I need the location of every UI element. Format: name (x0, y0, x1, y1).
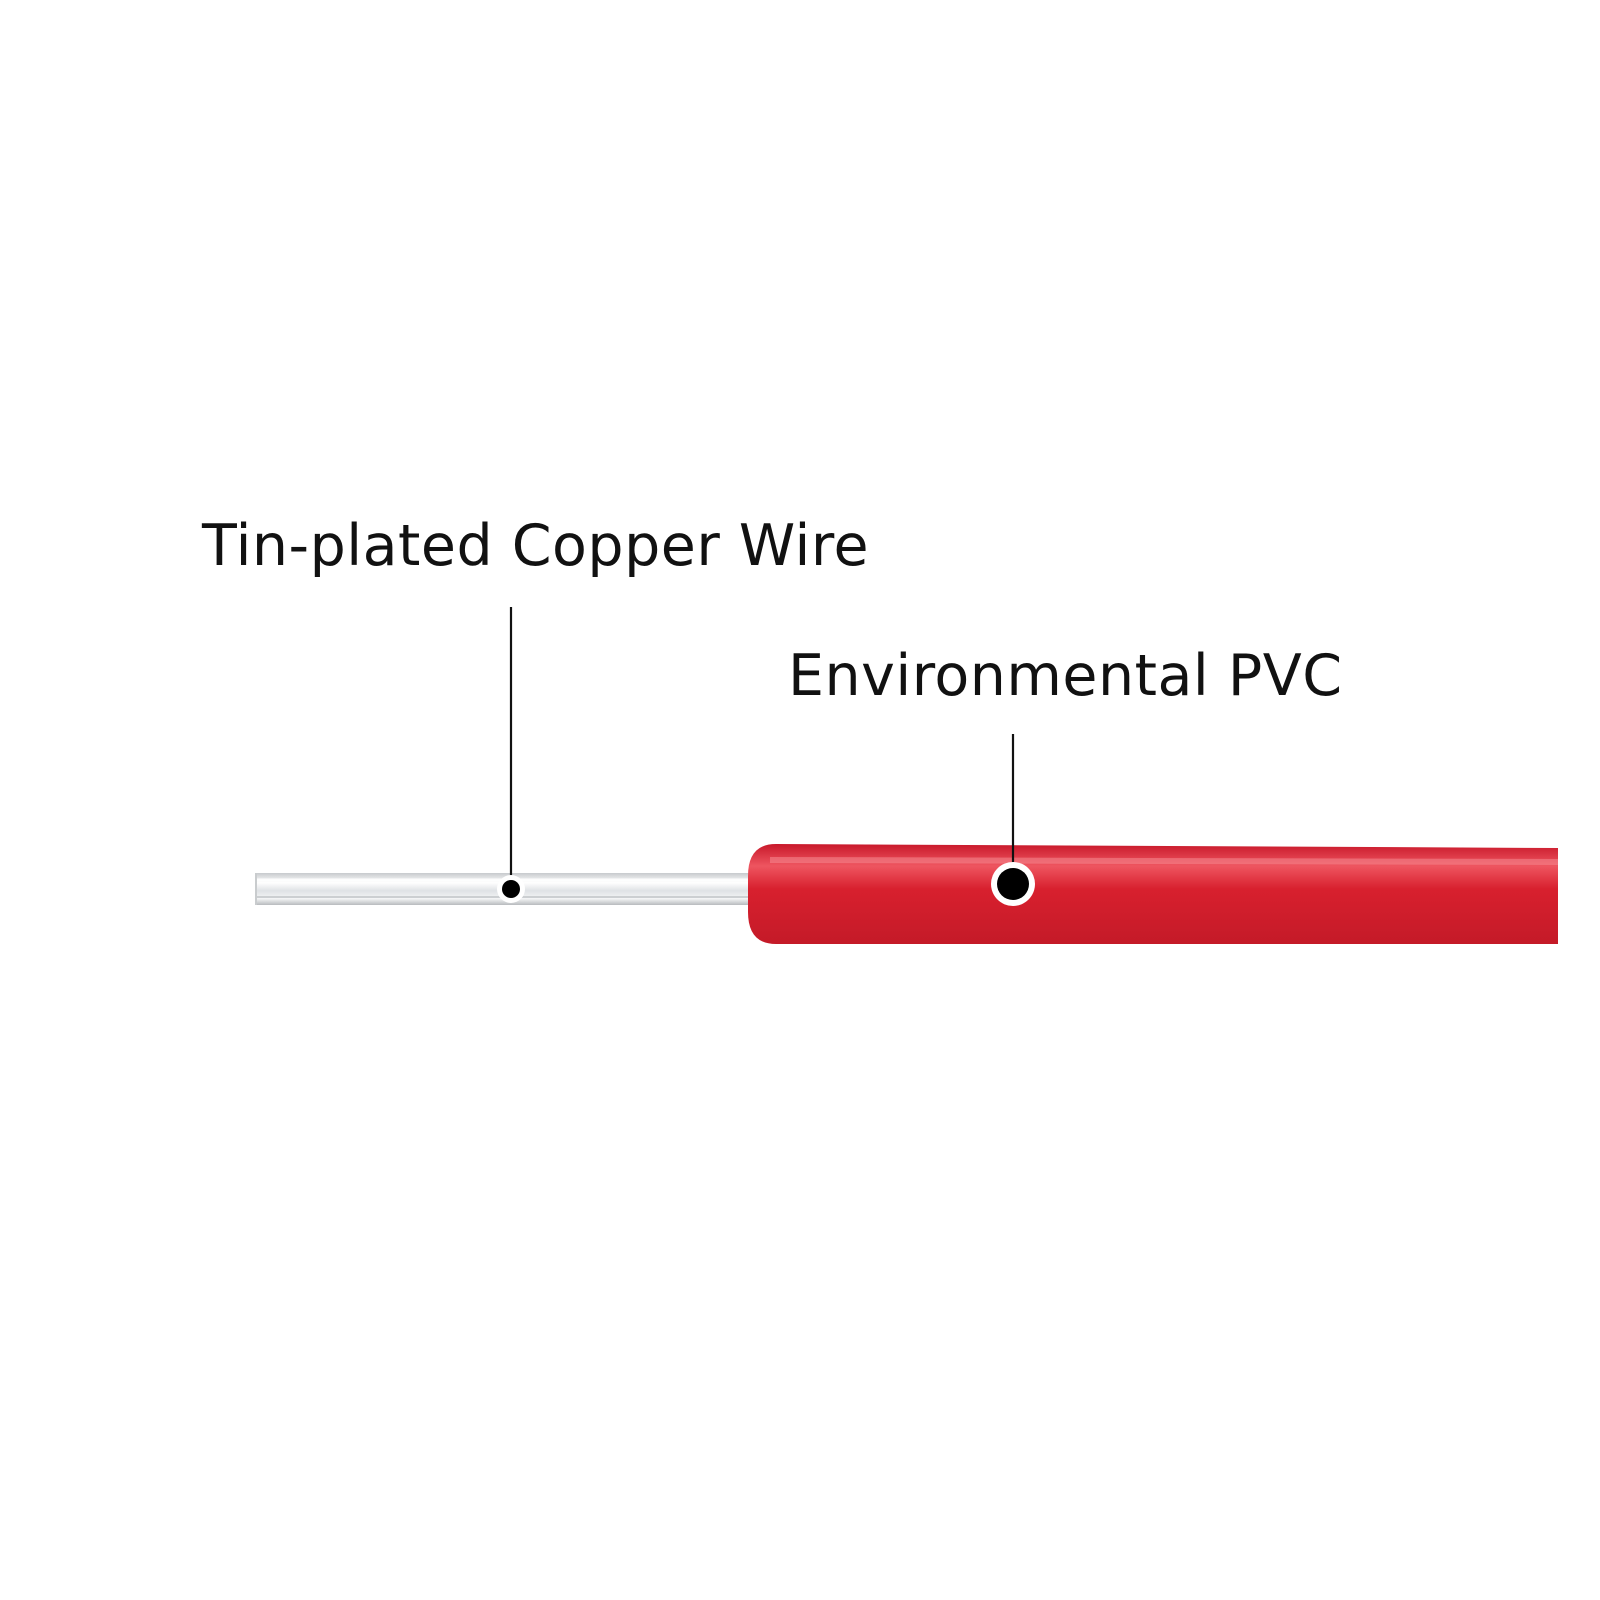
marker-dot-copper (497, 875, 525, 903)
label-tin-plated-copper-wire: Tin-plated Copper Wire (202, 513, 870, 579)
pvc-insulation (748, 844, 1559, 944)
label-environmental-pvc: Environmental PVC (788, 643, 1343, 709)
marker-dot-pvc (991, 862, 1035, 906)
